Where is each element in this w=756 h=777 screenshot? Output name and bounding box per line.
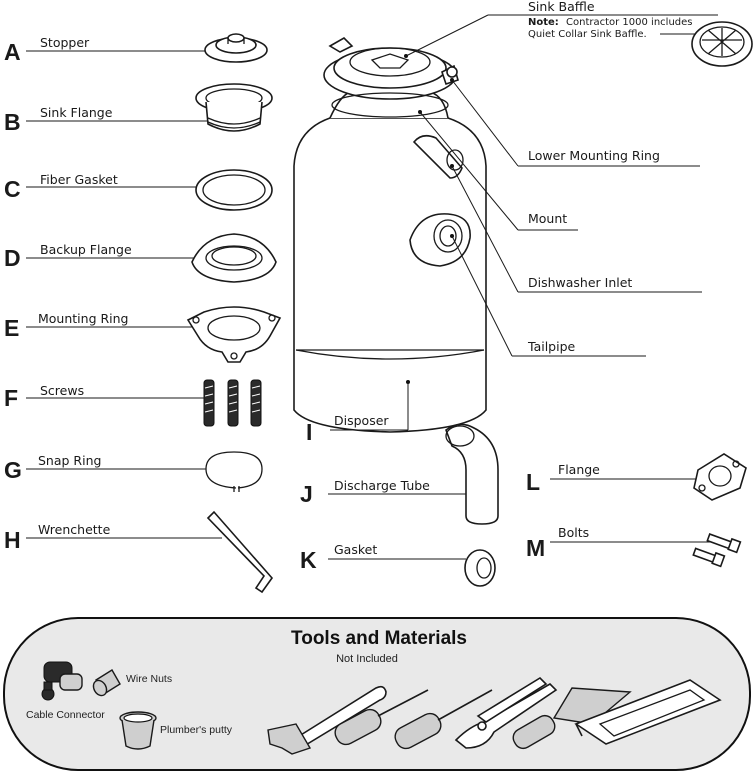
part-letter-m: M bbox=[526, 535, 545, 561]
hammer-icon bbox=[267, 685, 387, 755]
part-m: M Bolts bbox=[526, 525, 742, 568]
screws-drawing bbox=[203, 379, 262, 427]
part-i: I Disposer bbox=[306, 384, 409, 445]
part-label-wrenchette: Wrenchette bbox=[38, 522, 111, 537]
part-label-mounting-ring: Mounting Ring bbox=[38, 311, 129, 326]
backup-flange-drawing bbox=[191, 233, 277, 283]
cable-connector-icon bbox=[41, 661, 83, 701]
svg-text:Note: Contractor 1000 i: Note: Contractor 1000 includes bbox=[528, 17, 693, 28]
hacksaw-icon bbox=[574, 679, 722, 745]
part-letter-b: B bbox=[4, 109, 21, 135]
tools-title: Tools and Materials bbox=[291, 628, 467, 649]
part-label-screws: Screws bbox=[40, 383, 84, 398]
part-label-flange: Flange bbox=[558, 462, 600, 477]
disposer-drawing bbox=[293, 37, 487, 433]
part-k: K Gasket bbox=[300, 542, 496, 587]
pliers-icon bbox=[454, 676, 558, 749]
part-letter-k: K bbox=[300, 547, 317, 573]
part-label-snap-ring: Snap Ring bbox=[38, 453, 101, 468]
screwdriver-icon bbox=[334, 689, 429, 746]
sink-flange-drawing bbox=[195, 83, 273, 132]
part-letter-d: D bbox=[4, 245, 21, 271]
part-label-bolts: Bolts bbox=[558, 525, 589, 540]
bolts-drawing bbox=[692, 533, 742, 568]
part-b: B Sink Flange bbox=[4, 83, 273, 135]
putty-tub-icon bbox=[119, 711, 157, 750]
plumbers-putty-label: Plumber's putty bbox=[160, 724, 233, 736]
cable-connector-label: Cable Connector bbox=[26, 709, 105, 721]
callout-mount: Mount bbox=[418, 110, 578, 231]
quiet-collar-baffle-drawing bbox=[691, 21, 753, 67]
part-label-disposer: Disposer bbox=[334, 413, 389, 428]
stopper-drawing bbox=[204, 33, 268, 63]
discharge-tube-drawing bbox=[445, 423, 499, 525]
sink-baffle-label: Sink Baffle bbox=[528, 0, 595, 14]
part-label-gasket: Gasket bbox=[334, 542, 377, 557]
tools-panel: Tools and Materials Not Included Cable C… bbox=[3, 617, 751, 771]
tools-subtitle: Not Included bbox=[336, 653, 398, 665]
part-letter-f: F bbox=[4, 385, 18, 411]
part-letter-l: L bbox=[526, 469, 540, 495]
part-letter-j: J bbox=[300, 481, 313, 507]
note-line2: Quiet Collar Sink Baffle. bbox=[528, 29, 647, 40]
part-label-backup-flange: Backup Flange bbox=[40, 242, 132, 257]
part-letter-h: H bbox=[4, 527, 21, 553]
part-letter-g: G bbox=[4, 457, 22, 483]
part-a: A Stopper bbox=[4, 33, 268, 65]
part-label-fiber-gasket: Fiber Gasket bbox=[40, 172, 118, 187]
part-letter-e: E bbox=[4, 315, 19, 341]
part-letter-a: A bbox=[4, 39, 21, 65]
part-h: H Wrenchette bbox=[4, 510, 274, 594]
note-line1: Contractor 1000 includes bbox=[566, 17, 693, 28]
mount-label: Mount bbox=[528, 211, 567, 226]
part-label-discharge-tube: Discharge Tube bbox=[334, 478, 430, 493]
part-letter-i: I bbox=[306, 419, 312, 445]
flange-drawing bbox=[693, 453, 747, 501]
wrenchette-drawing bbox=[206, 510, 274, 594]
callout-lower-mounting-ring: Lower Mounting Ring bbox=[450, 78, 700, 167]
wire-nut-icon bbox=[92, 669, 121, 697]
part-d: D Backup Flange bbox=[4, 233, 277, 283]
gasket-drawing bbox=[464, 549, 496, 587]
snap-ring-drawing bbox=[205, 451, 263, 492]
callout-dishwasher-inlet: Dishwasher Inlet bbox=[450, 164, 702, 293]
mounting-ring-drawing bbox=[186, 306, 282, 363]
part-c: C Fiber Gasket bbox=[4, 169, 273, 211]
part-label-stopper: Stopper bbox=[40, 35, 90, 50]
part-g: G Snap Ring bbox=[4, 451, 263, 492]
dishwasher-inlet-label: Dishwasher Inlet bbox=[528, 275, 632, 290]
part-letter-c: C bbox=[4, 176, 21, 202]
callout-sink-baffle: Sink Baffle Note: Contractor 1000 includ… bbox=[404, 0, 753, 67]
callout-tailpipe: Tailpipe bbox=[450, 234, 646, 357]
fiber-gasket-drawing bbox=[195, 169, 273, 211]
wire-nuts-label: Wire Nuts bbox=[126, 673, 172, 685]
tailpipe-label: Tailpipe bbox=[527, 339, 576, 354]
part-l: L Flange bbox=[526, 453, 747, 501]
part-e: E Mounting Ring bbox=[4, 306, 282, 363]
part-label-sink-flange: Sink Flange bbox=[40, 105, 113, 120]
lower-mounting-ring-label: Lower Mounting Ring bbox=[528, 148, 660, 163]
part-j: J Discharge Tube bbox=[300, 423, 499, 525]
screwdriver-icon-2 bbox=[394, 689, 493, 750]
note-bold: Note: bbox=[528, 17, 559, 28]
part-f: F Screws bbox=[4, 379, 262, 427]
